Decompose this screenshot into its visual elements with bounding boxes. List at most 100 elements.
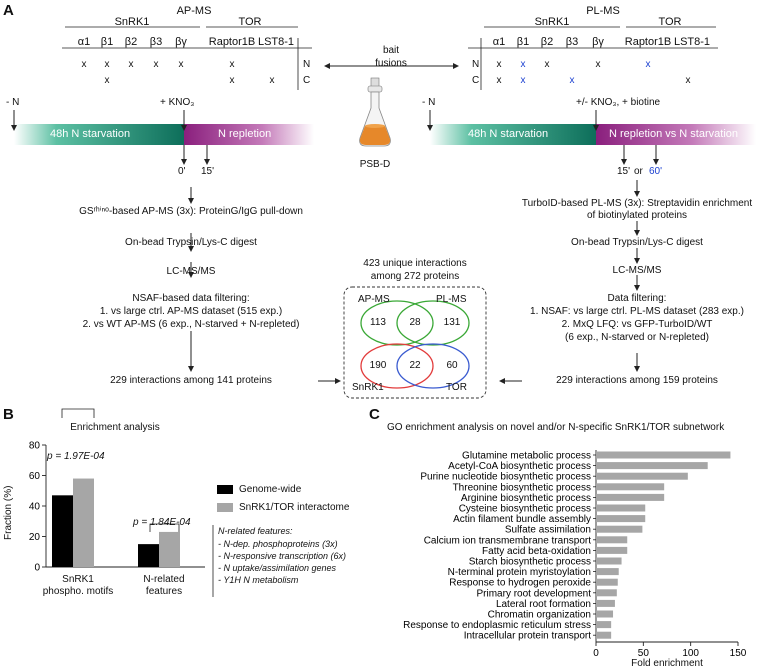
go-bar — [596, 621, 612, 629]
plms-mark-blue: x — [569, 75, 575, 86]
plms-starvation-bar — [430, 124, 596, 145]
apms-table-lines — [62, 26, 312, 90]
apms-repletion-bar — [184, 124, 314, 145]
venn-snrk1-only: 190 — [369, 360, 387, 371]
venn-snrk1-label: SnRK1 — [352, 382, 384, 393]
plms-col-b2: β2 — [540, 36, 554, 48]
plms-snrk1-header: SnRK1 — [534, 16, 570, 28]
plms-mark: x — [544, 59, 550, 70]
plms-col-bg: βγ — [592, 36, 604, 48]
go-bar — [596, 504, 646, 512]
go-bar — [596, 483, 665, 491]
apms-col-b3: β3 — [149, 36, 163, 48]
go-bar — [596, 578, 618, 586]
p-value-2: p = 1.84E-04 — [133, 517, 191, 528]
apms-t15: 15' — [201, 166, 215, 177]
plms-filter1: 1. NSAF: vs large ctrl. PL-MS dataset (2… — [530, 306, 744, 317]
apms-col-b2: β2 — [124, 36, 138, 48]
legend-genome-label: Genome-wide — [239, 484, 302, 495]
y-tick-label: 80 — [29, 441, 41, 452]
plms-col-raptor: Raptor1B — [624, 36, 672, 48]
go-bar — [596, 493, 665, 501]
apms-starvation-bar — [14, 124, 184, 145]
venn-apms-label: AP-MS — [358, 294, 390, 305]
go-term-label: Intracellular protein transport — [464, 631, 592, 642]
apms-filter2: 2. vs WT AP-MS (6 exp., N-starved + N-re… — [82, 319, 300, 330]
plms-mark-blue: x — [645, 59, 651, 70]
plms-mark: x — [595, 59, 601, 70]
apms-row-n: N — [303, 59, 311, 70]
plms-mark: x — [496, 75, 502, 86]
plms-t15: 15' — [617, 166, 631, 177]
panelC-axes — [595, 450, 738, 643]
apms-mark: x — [104, 75, 110, 86]
venn-plms-only: 131 — [443, 317, 461, 328]
apms-snrk1-header: SnRK1 — [114, 16, 150, 28]
plms-step1a: TurboID-based PL-MS (3x): Streptavidin e… — [521, 198, 753, 209]
plms-step3: LC-MS/MS — [612, 265, 662, 276]
y-tick-label: 20 — [29, 532, 41, 543]
panelB-title: Enrichment analysis — [70, 422, 160, 433]
p-value-1: p = 1.97E-04 — [47, 451, 105, 462]
apms-col-a1: α1 — [77, 36, 91, 48]
apms-flow-arrows — [11, 110, 341, 384]
flask-label: PSB-D — [359, 159, 391, 170]
apms-mark: x — [269, 75, 275, 86]
y-tick-label: 60 — [29, 471, 41, 482]
panelB-cat2-line2: features — [145, 586, 183, 597]
apms-mark: x — [229, 75, 235, 86]
plms-repletion-bar — [596, 124, 756, 145]
flask-icon — [359, 77, 391, 147]
notes-item: - N-responsive transcription (6x) — [218, 551, 347, 561]
go-bar — [596, 515, 646, 523]
y-tick-label: 40 — [29, 502, 41, 513]
bait-label: bait — [382, 45, 400, 56]
panel-b-label: B — [3, 406, 14, 423]
plms-or: or — [634, 166, 643, 177]
plms-table-lines — [468, 26, 718, 90]
plms-step2: On-bead Trypsin/Lys-C digest — [571, 237, 703, 248]
plms-mark: x — [496, 59, 502, 70]
plms-starvation-label: 48h N starvation — [468, 128, 549, 140]
plms-filter2: 2. MxQ LFQ: vs GFP-TurboID/WT — [561, 319, 713, 330]
legend-interactome-label: SnRK1/TOR interactome — [239, 502, 350, 513]
go-term-label: Lateral root formation — [496, 599, 591, 610]
plms-mark-blue: x — [520, 75, 526, 86]
go-term-label: Response to hydrogen peroxide — [449, 578, 591, 589]
x-tick-label: 50 — [638, 648, 650, 659]
panelC-title: GO enrichment analysis on novel and/or N… — [387, 422, 725, 433]
legend-interactome-swatch — [217, 503, 233, 512]
unique-line2: among 272 proteins — [370, 271, 460, 282]
plms-tor-header: TOR — [658, 16, 682, 28]
plms-result: 229 interactions among 159 proteins — [556, 375, 718, 386]
x-tick-label: 100 — [682, 648, 699, 659]
plms-col-b1: β1 — [516, 36, 530, 48]
go-bar — [596, 472, 688, 480]
go-term-label: Sulfate assimilation — [505, 525, 591, 536]
unique-line1: 423 unique interactions — [363, 258, 467, 269]
plms-minus-n: - N — [422, 97, 436, 108]
go-bar — [596, 610, 614, 618]
plms-row-c: C — [472, 75, 480, 86]
panel-a-label: A — [3, 2, 14, 19]
go-bar — [596, 462, 708, 470]
go-term-label: Acetyl-CoA biosynthetic process — [448, 461, 591, 472]
apms-filter-title: NSAF-based data filtering: — [132, 293, 250, 304]
go-term-label: Calcium ion transmembrane transport — [424, 535, 592, 546]
apms-step2: On-bead Trypsin/Lys-C digest — [125, 237, 257, 248]
bar-genome — [138, 544, 159, 567]
plms-kno3: +/- KNO₃, + biotine — [576, 97, 661, 108]
go-bar — [596, 589, 617, 597]
go-term-label: Purine nucleotide biosynthetic process — [420, 472, 591, 483]
apms-result: 229 interactions among 141 proteins — [110, 375, 272, 386]
apms-mark: x — [153, 59, 159, 70]
notes-item: - N uptake/assimilation genes — [218, 563, 337, 573]
apms-starvation-label: 48h N starvation — [50, 128, 131, 140]
plms-mark-blue: x — [520, 59, 526, 70]
apms-mark: x — [229, 59, 235, 70]
plms-col-b3: β3 — [565, 36, 579, 48]
apms-title: AP-MS — [176, 5, 212, 17]
apms-mark: x — [178, 59, 184, 70]
bar-genome — [52, 495, 73, 567]
apms-row-c: C — [303, 75, 311, 86]
